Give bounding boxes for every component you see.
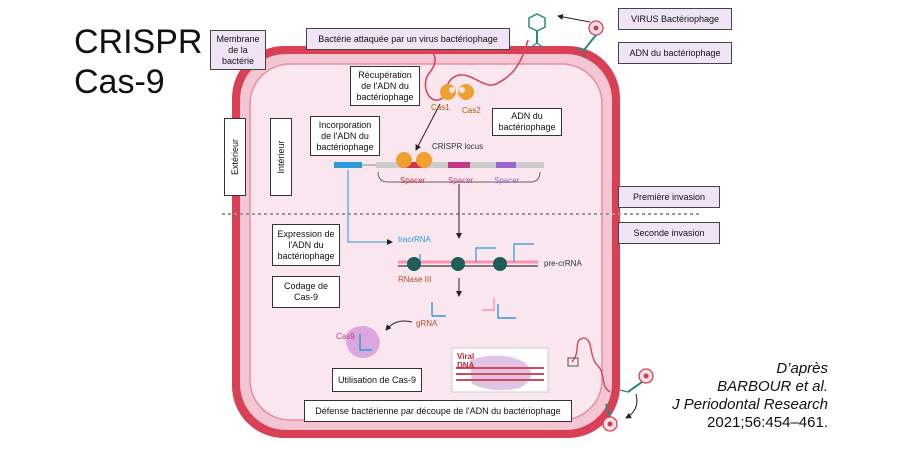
codage-box: Codage de Cas-9	[272, 276, 340, 308]
grna-label: gRNA	[416, 319, 438, 328]
title-line-1: CRISPR	[74, 23, 203, 61]
dna-label: DNA	[457, 361, 475, 370]
utilisation-box: Utilisation de Cas-9	[332, 368, 422, 392]
spacer-label-1: Spacer	[400, 176, 426, 185]
expression-box: Expression de l'ADN du bactériophage	[272, 224, 340, 266]
defense-box: Défense bactérienne par découpe de l'ADN…	[304, 400, 572, 422]
exterieur-box: Extérieur	[224, 118, 246, 196]
arrow-icon	[415, 103, 441, 151]
arrow-icon	[557, 13, 591, 23]
tracr-connector	[347, 170, 393, 245]
tracrrna-label: tracrRNA	[398, 235, 431, 244]
virus-phage-icon	[575, 20, 604, 58]
phage-icon	[602, 403, 618, 432]
title-line-2: Cas-9	[74, 63, 165, 101]
interieur-box: Intérieur	[270, 118, 292, 196]
spacer-label-2: Spacer	[448, 176, 474, 185]
phage-attached-icon	[528, 13, 546, 49]
cas9-icon	[346, 326, 380, 358]
interieur-label: Intérieur	[276, 140, 286, 174]
second-invasion-box: Seconde invasion	[618, 222, 720, 244]
citation-line-3: J Periodontal Research	[672, 396, 828, 413]
exterieur-label: Extérieur	[230, 138, 240, 176]
phage-dna-top-box: ADN du bactériophage	[618, 42, 732, 64]
phage-dna-strand-bottom	[571, 337, 611, 393]
arrow-icon	[385, 320, 413, 331]
first-invasion-box: Première invasion	[618, 186, 720, 208]
zoom-box	[567, 357, 579, 367]
slide-title: CRISPR Cas-9	[74, 22, 202, 102]
pre-crrna-label: pre-crRNA	[544, 259, 582, 268]
virus-phage-box: VIRUS Bactériophage	[618, 8, 732, 30]
phage-icon	[619, 368, 654, 393]
cas1-label: Cas1	[431, 103, 450, 112]
cas2-label: Cas2	[462, 106, 481, 115]
arrow-icon	[625, 393, 638, 419]
incorporation-box: Incorporation de l'ADN du bactériophage	[310, 116, 380, 156]
phage-dna-inside-box: ADN du bactériophage	[492, 108, 562, 136]
recuperation-box: Récupération de l'ADN du bactériophage	[350, 66, 420, 106]
pre-crrna-strand	[398, 243, 538, 267]
viral-dna-panel	[451, 347, 549, 393]
crispr-locus	[334, 152, 544, 183]
attacked-bacteria-box: Bactérie attaquée par un virus bactériop…	[306, 28, 510, 50]
rnase-label: RNase III	[398, 275, 432, 284]
citation: D’après BARBOUR et al. J Periodontal Res…	[672, 360, 828, 432]
grna-pieces	[431, 298, 516, 319]
cas9-label: Cas9	[336, 332, 355, 341]
viral-label: Viral	[457, 352, 475, 361]
citation-line-4: 2021;56:454–461.	[707, 414, 828, 431]
rnase-iii-icon	[407, 257, 507, 271]
membrane-box: Membrane de la bactérie	[210, 30, 266, 70]
citation-line-2: BARBOUR et al.	[717, 378, 828, 395]
crispr-locus-label: CRISPR locus	[432, 142, 484, 151]
cas1-cas2-icon	[440, 84, 474, 100]
spacer-label-3: Spacer	[494, 176, 520, 185]
citation-line-1: D’après	[776, 360, 828, 377]
